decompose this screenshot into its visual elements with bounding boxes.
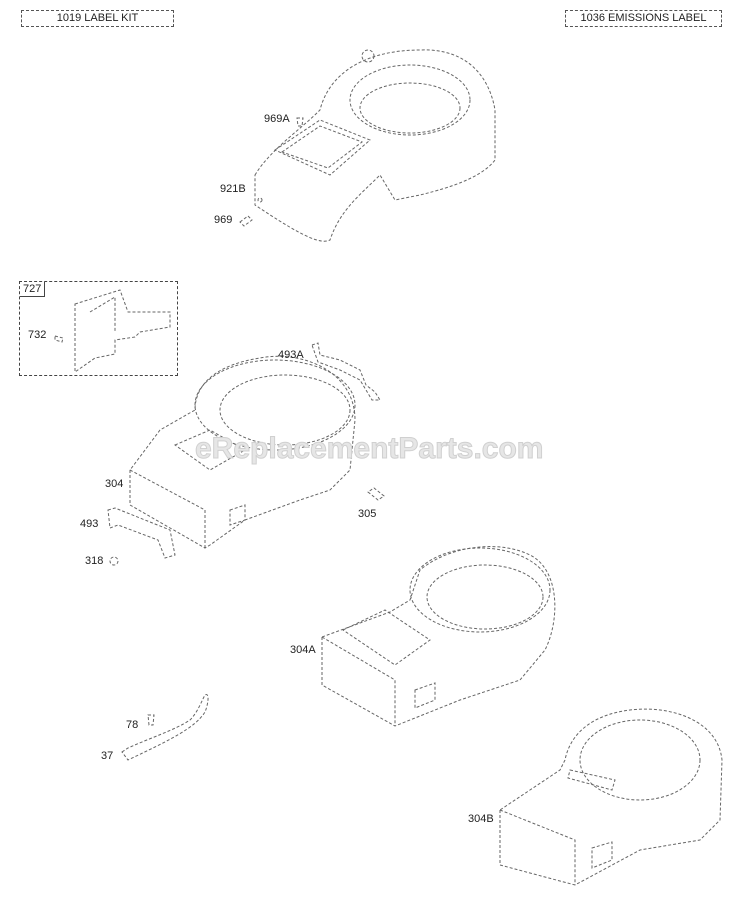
blower-housing-304a-drawing <box>321 546 556 727</box>
part-label-304a: 304A <box>290 644 316 656</box>
part-label-318: 318 <box>85 555 104 567</box>
inset-box-727: 727 732 <box>19 281 178 376</box>
part-label-78: 78 <box>126 719 139 731</box>
part-label-732: 732 <box>28 329 47 341</box>
part-label-37: 37 <box>101 750 114 762</box>
label-kit-box: 1019 LABEL KIT <box>21 10 174 27</box>
part-label-305: 305 <box>358 508 377 520</box>
blower-housing-304-drawing <box>129 355 356 549</box>
blower-housing-921b-drawing <box>254 49 496 242</box>
air-guide-drawing <box>74 289 171 373</box>
part-label-969: 969 <box>214 214 233 226</box>
blower-housing-304b-drawing <box>499 708 723 886</box>
part-label-493a: 493A <box>278 349 304 361</box>
part-label-969a: 969A <box>264 113 290 125</box>
watermark-text: eReplacementParts.com <box>195 432 544 466</box>
part-label-304b: 304B <box>468 813 494 825</box>
part-label-921b: 921B <box>220 183 246 195</box>
screw-732-icon <box>54 335 64 343</box>
inset-tag-727: 727 <box>20 282 46 297</box>
part-label-493: 493 <box>80 518 99 530</box>
emissions-label-box: 1036 EMISSIONS LABEL <box>565 10 722 27</box>
part-label-304: 304 <box>105 478 124 490</box>
